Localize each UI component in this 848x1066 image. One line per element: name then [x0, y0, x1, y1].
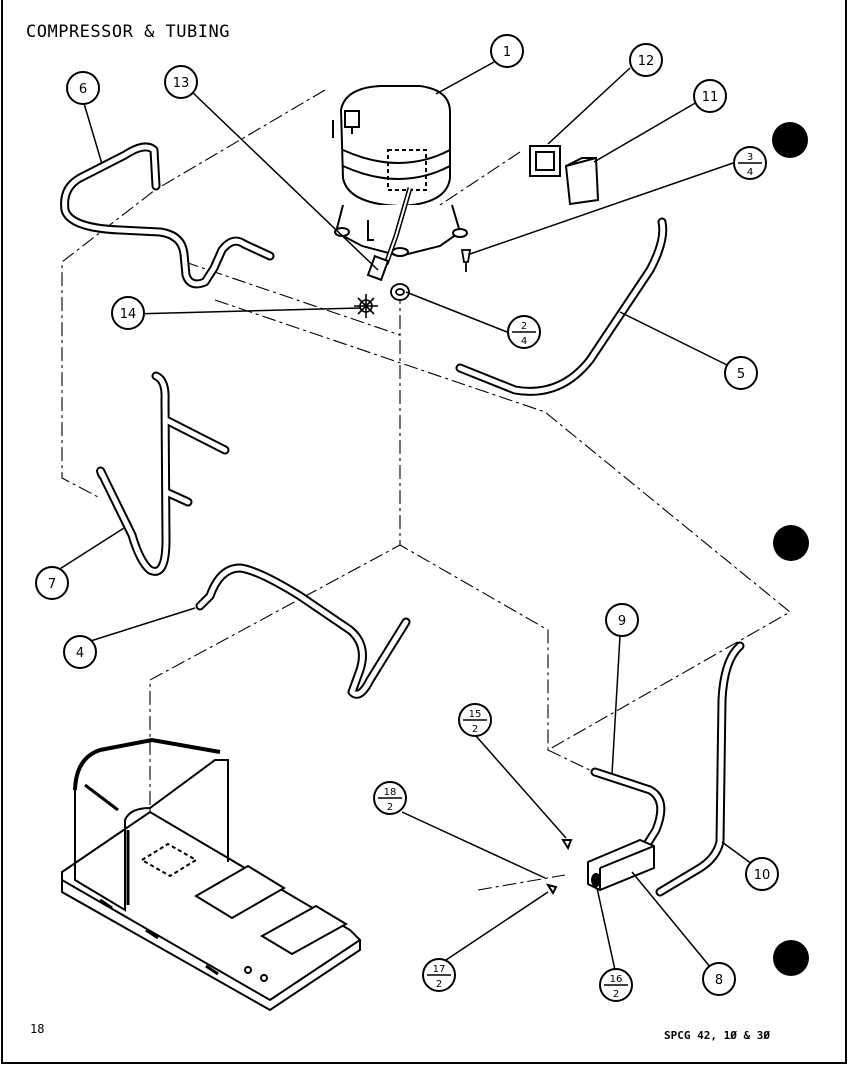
callout-denominator: 2 — [472, 724, 478, 735]
callout-numerator: 15 — [469, 709, 482, 720]
callout-circle — [693, 79, 727, 113]
star-washer — [354, 294, 378, 318]
callout-circle — [66, 71, 100, 105]
callout-3-over-4: 34 — [733, 146, 767, 180]
callout-circle — [629, 43, 663, 77]
callout-circle — [745, 857, 779, 891]
control-box — [587, 838, 655, 892]
callout-10: 10 — [745, 857, 779, 891]
callout-denominator: 4 — [521, 336, 527, 347]
callout-denominator: 2 — [436, 979, 442, 990]
binder-hole-middle — [773, 525, 809, 561]
callout-circle — [490, 34, 524, 68]
binder-hole-top — [772, 122, 808, 158]
callout-14: 14 — [111, 296, 145, 330]
callout-label: 4 — [76, 646, 84, 661]
callout-circle — [164, 65, 198, 99]
compressor — [332, 85, 468, 282]
callout-13: 13 — [164, 65, 198, 99]
callout-numerator: 16 — [610, 974, 623, 985]
callout-circle — [702, 962, 736, 996]
overload-cover — [529, 145, 600, 206]
callout-denominator: 4 — [747, 167, 753, 178]
screws — [545, 839, 573, 896]
callout-12: 12 — [629, 43, 663, 77]
callout-11: 11 — [693, 79, 727, 113]
callout-label: 9 — [618, 614, 626, 629]
callout-label: 11 — [702, 90, 719, 105]
callout-label: 12 — [638, 54, 655, 69]
callout-label: 13 — [173, 76, 190, 91]
callout-label: 7 — [48, 577, 56, 592]
callout-15-over-2: 152 — [458, 703, 492, 737]
callout-9: 9 — [605, 603, 639, 637]
callout-1: 1 — [490, 34, 524, 68]
callout-label: 14 — [120, 307, 137, 322]
callout-circle — [605, 603, 639, 637]
callout-6: 6 — [66, 71, 100, 105]
model-code: SPCG 42, 1Ø & 3Ø — [664, 1029, 770, 1042]
callout-label: 10 — [754, 868, 771, 883]
assembly-guide-lines — [61, 89, 791, 900]
binder-hole-bottom — [773, 940, 809, 976]
callout-5: 5 — [724, 356, 758, 390]
base-pan-assembly — [61, 737, 362, 1012]
callout-circle — [724, 356, 758, 390]
callout-18-over-2: 182 — [373, 781, 407, 815]
callout-circle — [111, 296, 145, 330]
callout-numerator: 17 — [433, 964, 446, 975]
callout-circle — [63, 635, 97, 669]
callout-circle — [35, 566, 69, 600]
callout-17-over-2: 172 — [422, 958, 456, 992]
callout-denominator: 2 — [613, 989, 619, 1000]
callout-4: 4 — [63, 635, 97, 669]
callout-16-over-2: 162 — [599, 968, 633, 1002]
callout-2-over-4: 24 — [507, 315, 541, 349]
page-number: 18 — [30, 1022, 45, 1036]
callout-label: 6 — [79, 82, 87, 97]
callout-label: 5 — [737, 367, 745, 382]
callout-numerator: 2 — [521, 321, 527, 332]
callout-numerator: 18 — [384, 787, 397, 798]
grommet-and-bolt — [390, 249, 472, 301]
callout-label: 8 — [715, 973, 723, 988]
leader-lines — [54, 61, 753, 971]
callout-label: 1 — [503, 45, 511, 60]
callout-numerator: 3 — [747, 152, 753, 163]
callout-8: 8 — [702, 962, 736, 996]
tubing-bore — [62, 144, 743, 895]
callout-7: 7 — [35, 566, 69, 600]
page-title: COMPRESSOR & TUBING — [26, 22, 230, 42]
callout-denominator: 2 — [387, 802, 393, 813]
